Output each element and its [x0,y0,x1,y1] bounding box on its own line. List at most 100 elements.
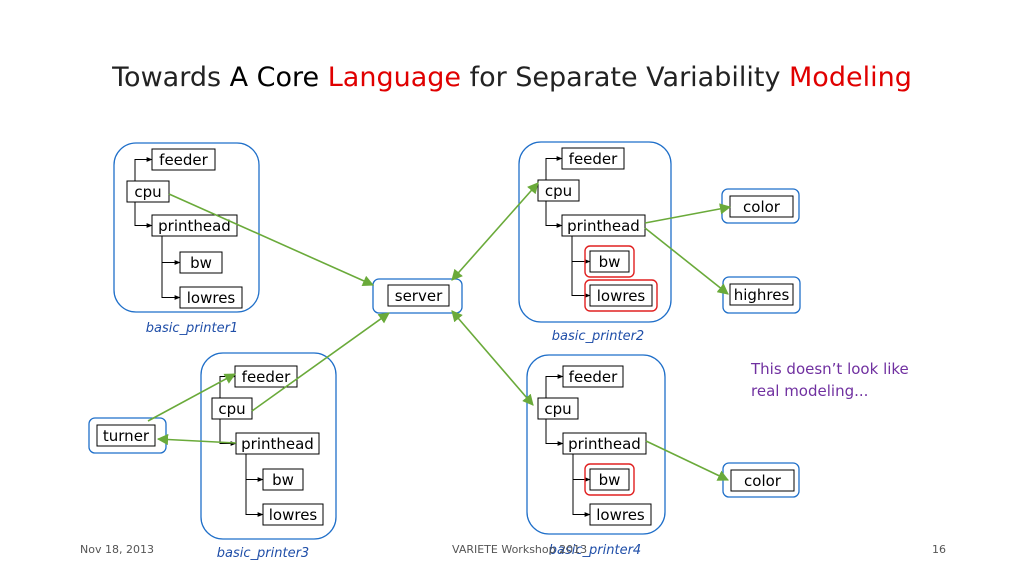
node-frame [722,276,801,314]
link-p2-printhead-to-highres [644,227,729,295]
tree-connector [545,156,563,180]
slide-title: Towards A Core Language for Separate Var… [0,62,1024,93]
node-color-1: color [721,188,800,224]
node-label: color [743,198,781,216]
node-p3-feeder: feeder [234,365,298,388]
node-label: feeder [569,368,618,386]
node-box [589,250,630,273]
container-basic-printer4: basic_printer4 [526,354,666,558]
node-label: color [744,472,782,490]
link-server-to-p2-cpu [451,182,539,281]
node-p4-cpu: cpu [537,397,579,420]
container-frame [113,142,260,313]
node-label: feeder [159,151,208,169]
tree-connector [572,479,591,517]
title-part: A Core [229,62,328,93]
footer-event: VARIETE Workshop 2013 [452,543,588,556]
link-server-to-p4-cpu [451,310,534,406]
container-frame [200,352,337,540]
node-p1-bw: bw [179,251,223,274]
tree-connector [545,201,563,228]
node-p2-bw: bw [584,245,635,278]
node-box [729,283,794,306]
node-p4-bw: bw [584,463,635,496]
node-turner: turner [88,417,167,454]
container-basic-printer2: basic_printer2 [518,141,672,344]
node-box [126,180,170,203]
node-box [387,284,450,307]
tree-connector [219,419,237,446]
node-p1-lowres: lowres [179,286,243,309]
node-label: lowres [597,287,646,305]
node-box [562,432,647,455]
link-p3-printhead-to-turner [156,433,237,446]
node-box [96,424,156,447]
node-label: bw [599,253,621,271]
tree-connector [161,236,181,265]
node-label: lowres [596,506,645,524]
title-part: for Separate Variability [461,62,790,93]
node-p3-printhead: printhead [235,432,320,455]
node-box [179,286,243,309]
node-box [589,284,653,307]
node-label: bw [599,471,621,489]
node-label: turner [103,427,150,445]
node-box [262,468,304,491]
node-label: cpu [134,183,161,201]
container-caption: basic_printer1 [146,321,238,336]
node-p1-printhead: printhead [151,214,238,237]
container-caption: basic_printer4 [549,543,641,558]
node-box [537,397,579,420]
node-box [561,147,625,170]
highlight-frame [584,279,658,312]
node-label: cpu [544,400,571,418]
node-box [562,365,624,388]
node-p2-feeder: feeder [561,147,625,170]
node-box [589,468,630,491]
title-part: Language [327,62,461,93]
node-server: server [372,278,463,314]
tree-connector [572,454,591,482]
node-p3-cpu: cpu [211,397,253,420]
title-part: Modeling [789,62,912,93]
highlight-frame [584,245,635,278]
node-box [235,432,320,455]
tree-connector [161,262,181,300]
node-label: cpu [218,400,245,418]
tree-connector [571,261,591,298]
node-box [730,469,795,492]
node-p3-bw: bw [262,468,304,491]
node-label: cpu [545,182,572,200]
node-label: bw [272,471,294,489]
node-label: highres [734,286,790,304]
link-p3-cpu-to-server [251,312,390,412]
node-label: feeder [242,368,291,386]
link-turner-to-p3-feeder [147,373,236,422]
node-box [211,397,253,420]
node-p4-lowres: lowres [589,503,652,526]
tree-connector [245,479,264,517]
node-box [151,148,216,171]
node-label: bw [190,254,212,272]
container-frame [526,354,666,535]
node-p2-cpu: cpu [537,179,580,202]
node-label: printhead [567,217,640,235]
node-p2-printhead: printhead [561,214,646,237]
link-p1-cpu-to-server [168,193,375,287]
node-label: printhead [158,217,231,235]
node-box [561,214,646,237]
container-basic-printer1: basic_printer1 [113,142,260,336]
tree-connector [571,236,591,264]
node-color-2: color [722,462,800,498]
tree-connector [545,374,564,398]
link-p4-printhead-to-color-2 [645,440,730,481]
container-basic-printer3: basic_printer3 [200,352,337,561]
node-box [262,503,324,526]
tree-connector [545,419,564,446]
node-p2-lowres: lowres [584,279,658,312]
node-label: printhead [241,435,314,453]
tree-connector [245,454,264,482]
node-box [179,251,223,274]
container-caption: basic_printer2 [552,329,644,344]
